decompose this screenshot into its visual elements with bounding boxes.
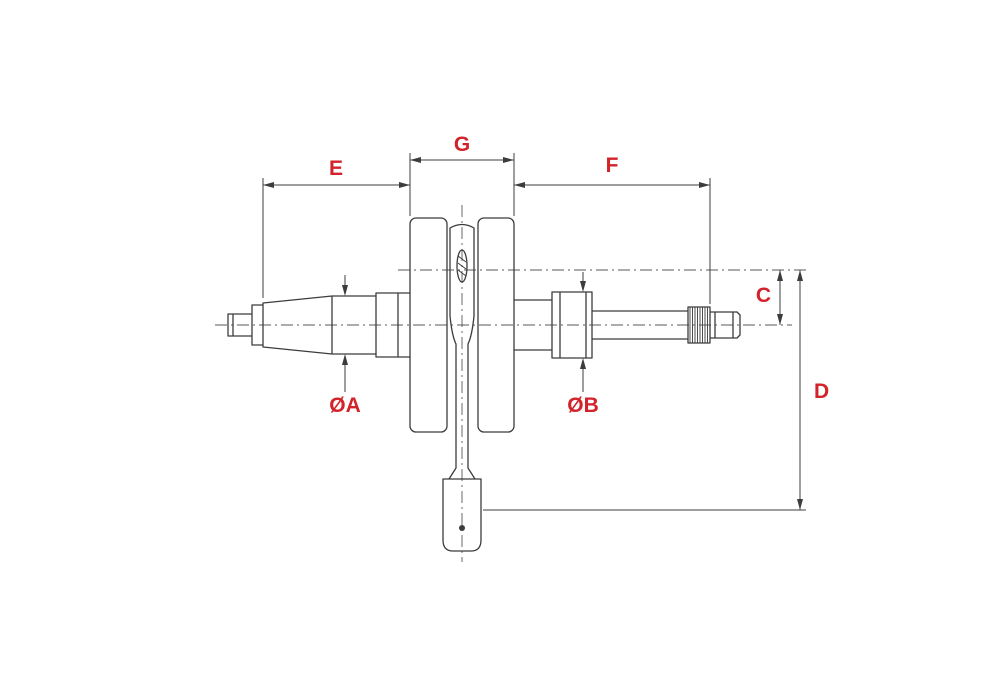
dia-b-arrow-top bbox=[580, 281, 586, 292]
dimension-e-arrow-left bbox=[263, 182, 274, 188]
dimension-d-lines bbox=[483, 270, 806, 511]
connecting-rod bbox=[442, 223, 482, 552]
dimension-d-arrow-top bbox=[797, 270, 803, 281]
small-end-hole bbox=[459, 525, 465, 531]
dim-label-e: E bbox=[329, 157, 343, 180]
dimension-e-lines bbox=[262, 153, 411, 298]
dimension-c-arrow-bottom bbox=[777, 314, 783, 325]
dimension-f-lines bbox=[514, 178, 711, 304]
crankpin-section bbox=[456, 249, 468, 283]
dimension-c-arrow-top bbox=[777, 270, 783, 281]
rod-outline bbox=[442, 223, 482, 552]
dia-a-arrow-bottom bbox=[342, 354, 348, 365]
right-web bbox=[477, 217, 515, 433]
left-shaft-outline bbox=[227, 292, 411, 358]
left-web bbox=[409, 217, 448, 433]
dim-label-f: F bbox=[606, 154, 619, 177]
right-shaft bbox=[513, 291, 741, 359]
spline-knurl-lines bbox=[689, 307, 708, 343]
dimension-g-arrow-left bbox=[410, 157, 421, 163]
right-shaft-outline bbox=[513, 291, 741, 359]
dimension-e: E bbox=[262, 153, 411, 298]
dimension-d: D bbox=[483, 270, 829, 511]
dia-a-arrow-top bbox=[342, 285, 348, 296]
crankpin-hatching bbox=[457, 255, 467, 277]
dimension-g-arrow-right bbox=[503, 157, 514, 163]
dimension-e-arrow-right bbox=[399, 182, 410, 188]
dim-label-dia-a: ØA bbox=[329, 394, 361, 417]
dimension-f-arrow-right bbox=[699, 182, 710, 188]
dimension-c: C bbox=[756, 270, 783, 325]
centerlines bbox=[215, 205, 806, 562]
left-shaft bbox=[227, 292, 411, 358]
dia-b-arrow-bottom bbox=[580, 358, 586, 369]
dim-label-dia-b: ØB bbox=[567, 394, 599, 417]
diameter-b-callout: ØB bbox=[567, 272, 599, 417]
dimension-f-arrow-left bbox=[514, 182, 525, 188]
dim-label-c: C bbox=[756, 284, 771, 307]
flywheel-webs bbox=[409, 217, 515, 433]
diameter-a-callout: ØA bbox=[329, 275, 361, 417]
dim-label-d: D bbox=[814, 380, 829, 403]
dimension-g: G bbox=[410, 133, 515, 216]
dimension-f: F bbox=[514, 154, 711, 304]
dim-label-g: G bbox=[454, 133, 470, 156]
dimension-d-arrow-bottom bbox=[797, 499, 803, 510]
